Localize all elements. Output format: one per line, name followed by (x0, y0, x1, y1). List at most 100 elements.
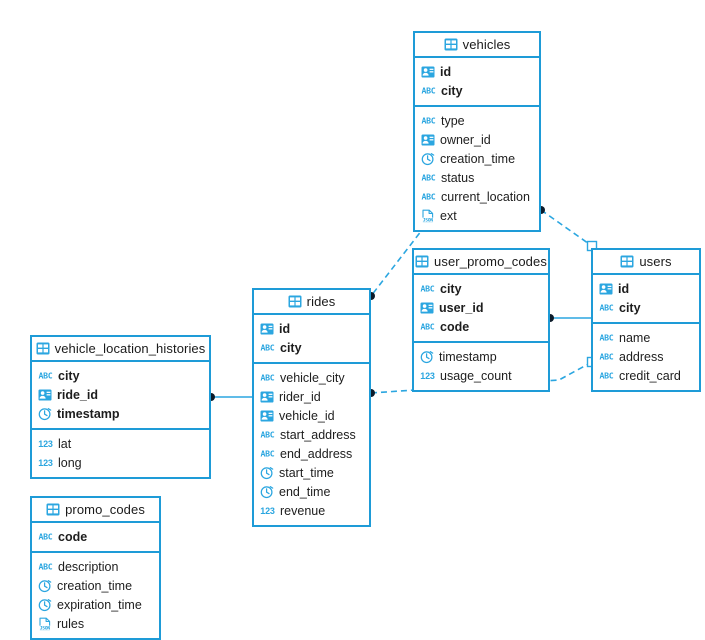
primary-key-row[interactable]: ABC city (32, 366, 209, 385)
clock-icon (260, 466, 274, 480)
primary-key-row[interactable]: timestamp (32, 404, 209, 423)
svg-text:ABC: ABC (39, 562, 53, 572)
table-icon (415, 255, 429, 268)
table-rides[interactable]: rides id ABC city ABC vehicle_city rider… (252, 288, 371, 527)
field-label: city (619, 300, 641, 315)
field-label: code (58, 529, 88, 544)
table-users[interactable]: users id ABC city ABC name ABC address A… (591, 248, 701, 392)
abc-icon: ABC (38, 370, 53, 381)
column-section: 123 lat 123 long (32, 430, 209, 477)
primary-key-row[interactable]: ABC city (593, 298, 699, 317)
json-icon: JSON (38, 617, 52, 631)
table-header[interactable]: user_promo_codes (414, 250, 548, 275)
svg-text:ABC: ABC (39, 532, 53, 542)
primary-key-row[interactable]: ABC code (32, 527, 159, 546)
field-label: id (618, 281, 630, 296)
primary-key-row[interactable]: ride_id (32, 385, 209, 404)
svg-text:123: 123 (420, 371, 435, 381)
field-label: user_id (439, 300, 484, 315)
column-section: ABC type owner_id creation_time ABC stat… (415, 107, 539, 230)
field-label: name (619, 330, 651, 345)
clock-icon (38, 579, 52, 593)
field-row[interactable]: 123 revenue (254, 501, 369, 520)
field-row[interactable]: ABC name (593, 328, 699, 347)
svg-text:ABC: ABC (600, 371, 614, 381)
table-vehicle_location_histories[interactable]: vehicle_location_histories ABC city ride… (30, 335, 211, 479)
field-label: vehicle_city (280, 370, 345, 385)
table-icon (288, 295, 302, 308)
svg-text:ABC: ABC (39, 371, 53, 381)
id-card-icon (260, 391, 274, 403)
field-row[interactable]: ABC type (415, 111, 539, 130)
relationship-vehicles-to-users (537, 206, 598, 252)
primary-key-row[interactable]: user_id (414, 298, 548, 317)
field-row[interactable]: creation_time (32, 576, 159, 595)
field-row[interactable]: 123 long (32, 453, 209, 472)
primary-key-row[interactable]: ABC city (415, 81, 539, 100)
id-card-icon (421, 134, 435, 146)
svg-text:ABC: ABC (422, 86, 436, 96)
field-row[interactable]: ABC current_location (415, 187, 539, 206)
field-label: ride_id (57, 387, 98, 402)
table-promo_codes[interactable]: promo_codes ABC code ABC description cre… (30, 496, 161, 640)
svg-text:ABC: ABC (422, 116, 436, 126)
field-label: creation_time (57, 578, 133, 593)
table-header[interactable]: vehicle_location_histories (32, 337, 209, 362)
field-row[interactable]: 123 lat (32, 434, 209, 453)
field-row[interactable]: JSON rules (32, 614, 159, 633)
field-row[interactable]: ABC address (593, 347, 699, 366)
field-row[interactable]: JSON ext (415, 206, 539, 225)
svg-text:ABC: ABC (261, 373, 275, 383)
table-user_promo_codes[interactable]: user_promo_codes ABC city user_id ABC co… (412, 248, 550, 392)
field-row[interactable]: ABC vehicle_city (254, 368, 369, 387)
table-header[interactable]: users (593, 250, 699, 275)
abc-icon: ABC (421, 85, 436, 96)
table-name: vehicle_location_histories (54, 341, 206, 356)
column-section: ABC name ABC address ABC credit_card (593, 324, 699, 390)
id-card-icon (38, 389, 52, 401)
field-label: start_time (279, 465, 334, 480)
table-header[interactable]: promo_codes (32, 498, 159, 523)
table-vehicles[interactable]: vehicles id ABC city ABC type owner_id c… (413, 31, 541, 232)
abc-icon: ABC (421, 191, 436, 202)
field-label: city (441, 83, 463, 98)
field-label: type (441, 113, 465, 128)
field-row[interactable]: end_time (254, 482, 369, 501)
field-label: lat (58, 436, 72, 451)
abc-icon: ABC (38, 531, 53, 542)
table-header[interactable]: vehicles (415, 33, 539, 58)
field-row[interactable]: expiration_time (32, 595, 159, 614)
field-label: id (440, 64, 452, 79)
table-icon (36, 342, 50, 355)
field-row[interactable]: vehicle_id (254, 406, 369, 425)
table-name: user_promo_codes (434, 254, 547, 269)
field-row[interactable]: creation_time (415, 149, 539, 168)
primary-key-row[interactable]: ABC code (414, 317, 548, 336)
field-row[interactable]: ABC start_address (254, 425, 369, 444)
svg-text:ABC: ABC (421, 322, 435, 332)
field-row[interactable]: start_time (254, 463, 369, 482)
table-header[interactable]: rides (254, 290, 369, 315)
number-icon: 123 (38, 457, 53, 468)
primary-key-row[interactable]: id (415, 62, 539, 81)
field-row[interactable]: ABC description (32, 557, 159, 576)
field-row[interactable]: rider_id (254, 387, 369, 406)
abc-icon: ABC (421, 172, 436, 183)
field-label: city (280, 340, 302, 355)
field-row[interactable]: ABC status (415, 168, 539, 187)
primary-key-row[interactable]: id (593, 279, 699, 298)
field-row[interactable]: timestamp (414, 347, 548, 366)
primary-key-section: ABC code (32, 523, 159, 553)
field-row[interactable]: ABC end_address (254, 444, 369, 463)
field-label: owner_id (440, 132, 491, 147)
abc-icon: ABC (421, 115, 436, 126)
field-row[interactable]: 123 usage_count (414, 366, 548, 385)
id-card-icon (260, 323, 274, 335)
field-label: end_time (279, 484, 331, 499)
primary-key-row[interactable]: ABC city (254, 338, 369, 357)
field-row[interactable]: ABC credit_card (593, 366, 699, 385)
primary-key-row[interactable]: ABC city (414, 279, 548, 298)
number-icon: 123 (38, 438, 53, 449)
field-row[interactable]: owner_id (415, 130, 539, 149)
primary-key-row[interactable]: id (254, 319, 369, 338)
